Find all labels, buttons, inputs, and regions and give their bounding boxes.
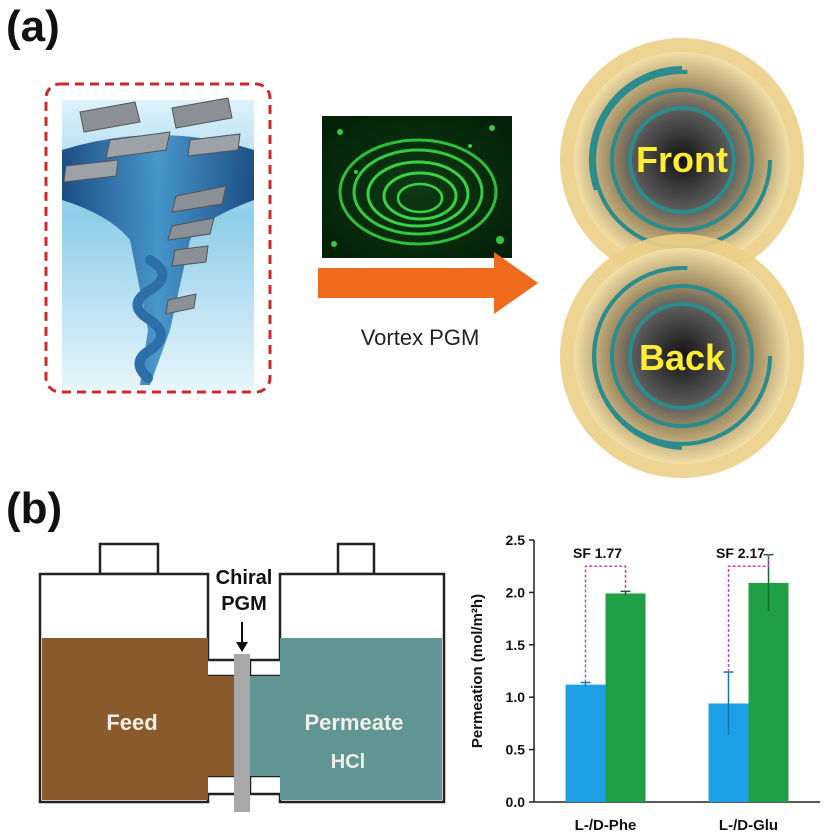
y-tick-label: 0.5: [506, 742, 526, 758]
permeate-solution: [250, 638, 442, 800]
front-label: Front: [636, 139, 728, 180]
graphene-sheet: [63, 159, 119, 183]
front-disc: [560, 38, 804, 282]
process-arrow: [318, 252, 538, 314]
hcl-label: HCl: [331, 751, 365, 773]
permeate-cap: [336, 542, 376, 576]
x-tick-label: L-/D-Glu: [719, 817, 778, 834]
permeate-label: Permeate: [304, 710, 403, 735]
x-tick-label: L-/D-Phe: [575, 817, 637, 834]
dashed-frame: [44, 82, 272, 394]
graphene-sheet: [171, 97, 233, 129]
y-tick-label: 2.0: [506, 584, 526, 600]
graphene-sheet: [79, 101, 141, 133]
sf-bracket: [727, 554, 770, 673]
sf-bracket: [584, 565, 627, 683]
bar: [565, 684, 606, 802]
sf-annotation: SF 1.77: [573, 545, 622, 561]
y-axis-label: Permeation (mol/m²h): [469, 594, 486, 748]
y-tick-label: 1.5: [506, 637, 526, 653]
bar: [605, 593, 646, 802]
chiral-membrane: [234, 654, 250, 812]
permeation-cell-diagram: Chiral PGM Feed Permeate HCl: [38, 542, 446, 812]
graphene-sheet: [171, 185, 227, 213]
chiral-label: Chiral: [216, 567, 273, 589]
vortex-spiral: [132, 255, 168, 383]
vortex-illustration: [44, 82, 272, 394]
graphene-sheet: [187, 133, 241, 157]
feed-cap: [98, 542, 160, 576]
graphene-sheet: [167, 217, 215, 241]
feed-label: Feed: [106, 710, 157, 735]
panel-b-label: (b): [6, 484, 63, 533]
y-tick-label: 0.0: [506, 794, 526, 810]
back-disc: [560, 234, 804, 478]
feed-solution: [42, 638, 236, 800]
y-tick-label: 2.5: [506, 532, 526, 548]
vortex-pgm-label: Vortex PGM: [361, 325, 480, 350]
y-tick-label: 1.0: [506, 689, 526, 705]
bar: [748, 582, 789, 802]
graphene-sheet: [165, 293, 197, 315]
sf-annotation: SF 2.17: [716, 545, 765, 561]
membrane-pointer-head: [236, 642, 248, 652]
pgm-label: PGM: [221, 593, 267, 615]
graphene-sheet: [105, 131, 171, 159]
back-label: Back: [639, 337, 726, 378]
graphene-sheet: [171, 245, 209, 267]
panel-a-figure: Vortex PGM Front Back: [44, 38, 804, 478]
panel-a-label: (a): [6, 2, 60, 51]
fluorescence-micrograph: [322, 116, 512, 258]
